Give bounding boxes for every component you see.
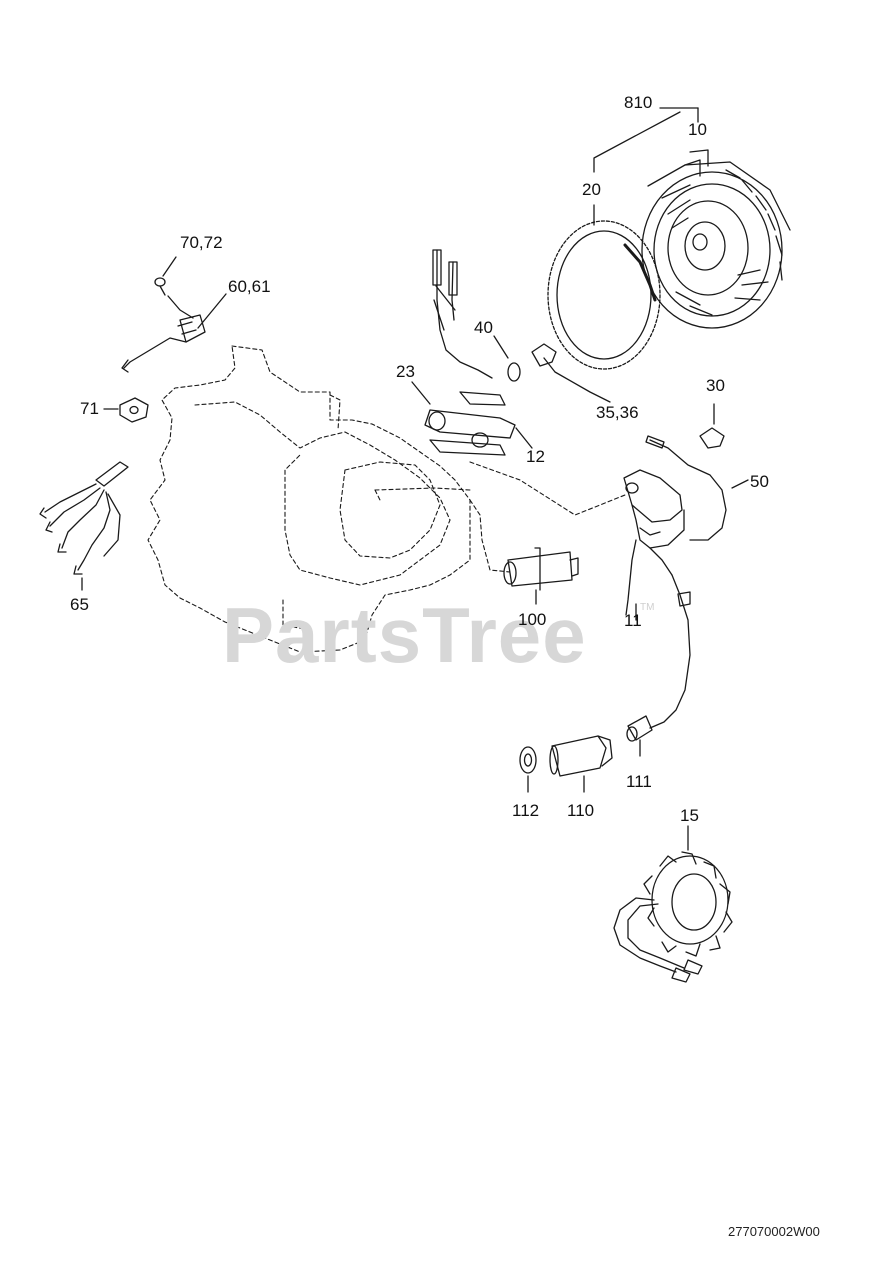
callout-65[interactable]: 65 xyxy=(70,595,89,614)
flywheel-drawing xyxy=(641,149,791,329)
ignition-coil-11-drawing xyxy=(623,435,749,729)
callout-810-bracket xyxy=(593,107,699,173)
callout-112[interactable]: 112 xyxy=(512,801,540,820)
callout-810[interactable]: 810 xyxy=(624,93,653,112)
connector-12-23-drawing xyxy=(411,249,533,456)
harness-65-drawing xyxy=(39,461,129,591)
callout-71[interactable]: 71 xyxy=(80,399,99,418)
callout-110[interactable]: 110 xyxy=(567,801,595,820)
callout-11[interactable]: 11 xyxy=(624,611,642,630)
bolt-35-36-drawing xyxy=(531,343,611,403)
callout-50[interactable]: 50 xyxy=(750,472,769,491)
callout-70-72[interactable]: 70,72 xyxy=(180,233,223,252)
engine-block-outline xyxy=(147,345,626,653)
watermark-trademark: TM xyxy=(640,602,655,613)
callout-15[interactable]: 15 xyxy=(680,806,699,825)
ring-gear-drawing xyxy=(547,204,661,370)
bolt-30-drawing xyxy=(699,403,725,449)
callout-40[interactable]: 40 xyxy=(474,318,493,337)
callout-111[interactable]: 111 xyxy=(626,772,652,791)
stator-15-drawing xyxy=(613,825,733,983)
callout-20[interactable]: 20 xyxy=(582,180,601,199)
collar-40-drawing xyxy=(493,335,521,382)
callout-35-36[interactable]: 35,36 xyxy=(596,403,639,422)
cap-111-drawing xyxy=(626,715,653,757)
callout-60-61[interactable]: 60,61 xyxy=(228,277,271,296)
callout-10[interactable]: 10 xyxy=(688,120,707,139)
washer-112-drawing xyxy=(519,746,537,793)
sensor-60-61-drawing xyxy=(121,256,227,373)
callout-23[interactable]: 23 xyxy=(396,362,415,381)
valve-100-drawing xyxy=(503,547,579,605)
watermark: PartsTree xyxy=(222,591,587,679)
drawing-code: 277070002W00 xyxy=(728,1224,820,1239)
callout-30[interactable]: 30 xyxy=(706,376,725,395)
nut-71-drawing xyxy=(103,397,149,423)
callout-100[interactable]: 100 xyxy=(518,610,547,629)
callout-12[interactable]: 12 xyxy=(526,447,545,466)
boot-110-drawing xyxy=(549,735,613,793)
